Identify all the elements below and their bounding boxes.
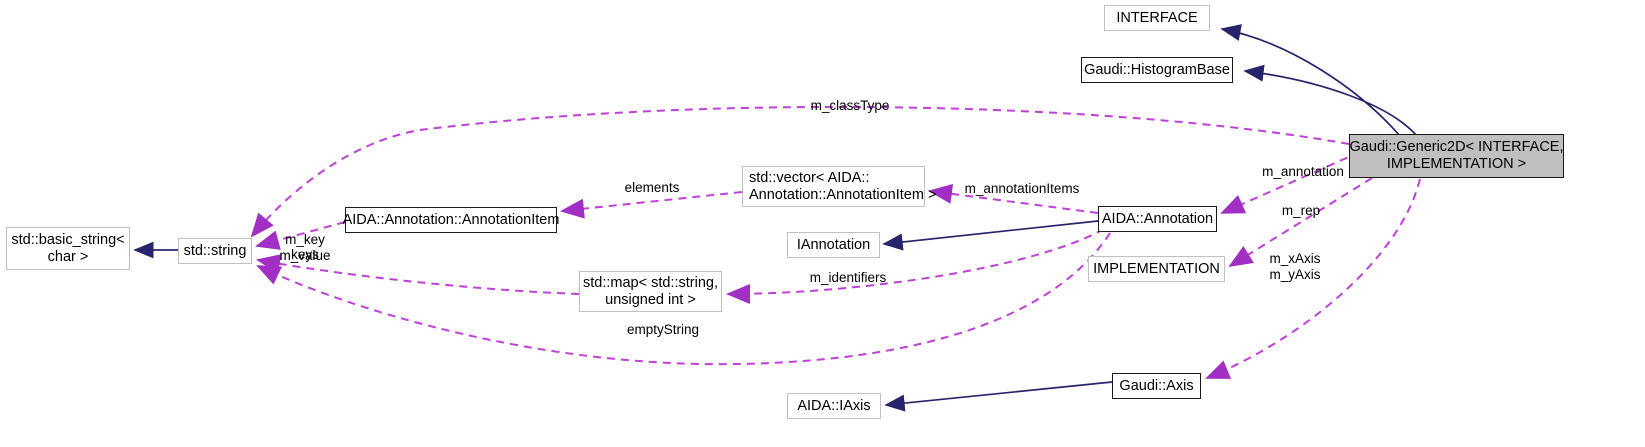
node-aida-annotation[interactable]: AIDA::Annotation [1098,206,1217,232]
edge-label-m-rep: m_rep [1281,203,1321,218]
edge-label-emptystring: emptyString [626,322,700,337]
edge-annotation-iannotation [882,220,1099,251]
edge-generic2d-string-classType [250,105,1350,238]
edge-generic2d-interface [1220,24,1401,137]
node-interface[interactable]: INTERFACE [1104,5,1210,31]
edge-vector-annotationitem [560,191,743,219]
edge-label-m-annotation: m_annotation [1262,164,1344,179]
edge-annotation-string-empty [256,232,1111,366]
node-gaudi-histogrambase[interactable]: Gaudi::HistogramBase [1081,57,1233,83]
edge-label-m-annotationitems: m_annotationItems [964,181,1080,196]
node-aida-annotation-annotationitem[interactable]: AIDA::Annotation::AnnotationItem [343,207,559,233]
edge-generic2d-gaudiaxis [1205,178,1421,379]
node-gaudi-generic2d[interactable]: Gaudi::Generic2D< INTERFACE, IMPLEMENTAT… [1349,134,1564,178]
edge-label-m-key-m-value: m_key m_value [279,232,331,263]
edge-label-keys: keys [291,247,319,262]
edge-annotation-vector [928,183,1099,214]
node-gaudi-axis[interactable]: Gaudi::Axis [1112,373,1201,399]
edge-gaudiaxis-iaxis [884,381,1113,412]
edge-annotation-map [726,228,1105,304]
node-std-map-string-uint[interactable]: std::map< std::string, unsigned int > [579,271,722,312]
node-std-vector-annotationitem[interactable]: std::vector< AIDA:: Annotation::Annotati… [742,166,936,207]
edge-label-m-identifiers: m_identifiers [809,270,887,285]
edge-label-elements: elements [624,180,680,195]
node-aida-iaxis[interactable]: AIDA::IAxis [787,393,881,419]
edge-generic2d-histogrambase [1243,64,1418,137]
node-std-basic-string[interactable]: std::basic_string< char > [6,227,130,270]
edge-label-m-xaxis-m-yaxis: m_xAxis m_yAxis [1269,251,1321,282]
node-implementation[interactable]: IMPLEMENTATION [1088,256,1225,282]
edge-label-m-classtype: m_classType [810,98,890,113]
node-iannotation[interactable]: IAnnotation [787,232,880,258]
edge-generic2d-annotation [1220,151,1361,214]
node-std-string[interactable]: std::string [178,238,252,264]
edge-annotationitem-string [255,221,346,250]
edge-map-string-keys [256,254,580,295]
